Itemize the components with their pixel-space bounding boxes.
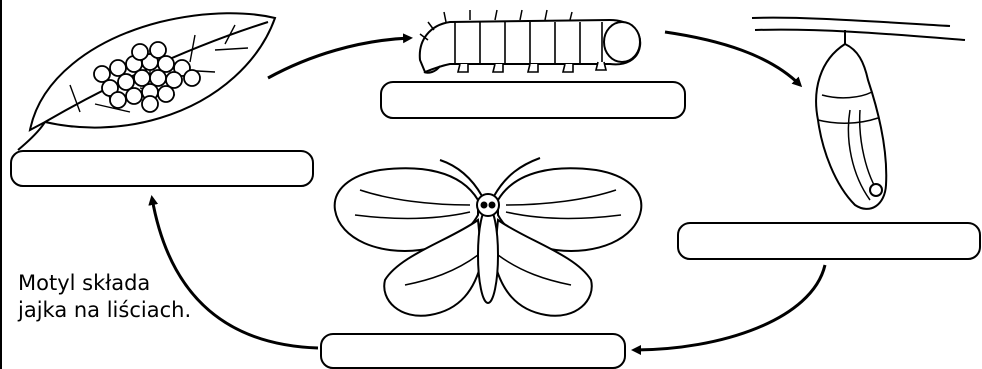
eggs-on-leaf-icon <box>18 13 275 150</box>
caption-text: Motyl składa jajka na liściach. <box>18 270 191 324</box>
answer-box-caterpillar[interactable] <box>380 81 686 119</box>
arrow-pupa-to-butterfly <box>634 265 825 350</box>
caption-line-2: jajka na liściach. <box>18 297 191 324</box>
answer-box-pupa[interactable] <box>677 222 981 260</box>
chrysalis-icon <box>752 18 965 209</box>
caption-line-1: Motyl składa <box>18 270 191 297</box>
answer-box-eggs[interactable] <box>10 150 314 187</box>
caterpillar-icon <box>420 10 640 73</box>
answer-box-butterfly[interactable] <box>320 333 626 369</box>
arrow-eggs-to-caterpillar <box>268 38 410 78</box>
arrow-caterpillar-to-pupa <box>665 32 800 85</box>
butterfly-icon <box>335 158 642 316</box>
